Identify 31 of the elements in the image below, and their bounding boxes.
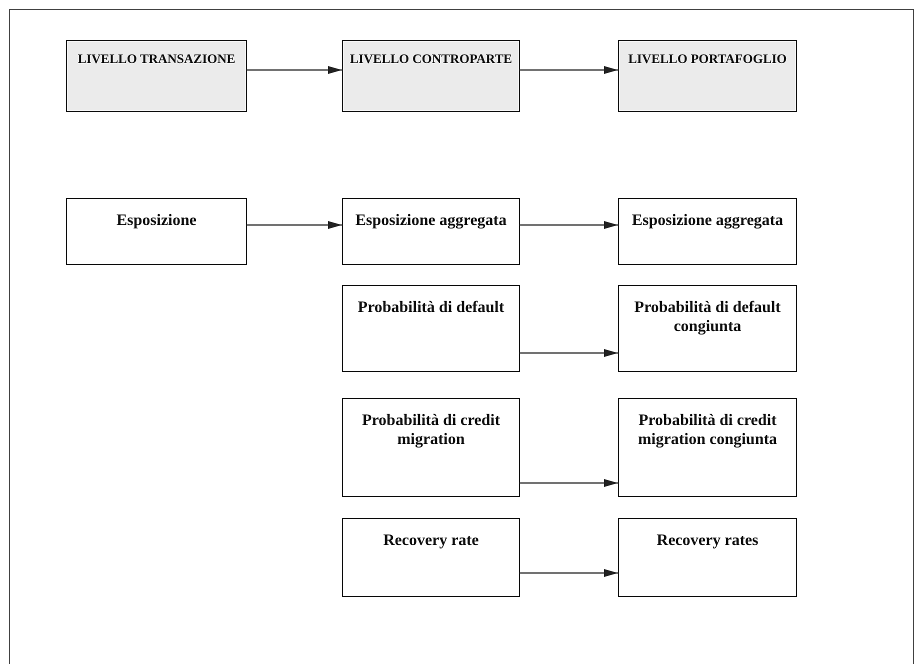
process-box bbox=[66, 198, 247, 265]
process-box bbox=[618, 518, 797, 597]
box-label: Probabilità di credit migration bbox=[360, 411, 502, 449]
box-label: Probabilità di default congiunta bbox=[633, 298, 782, 336]
box-label: Probabilità di credit migration congiunta bbox=[636, 411, 778, 449]
box-label: LIVELLO PORTAFOGLIO bbox=[628, 51, 787, 66]
process-box bbox=[342, 518, 520, 597]
box-label: LIVELLO CONTROPARTE bbox=[350, 51, 512, 66]
box-label: Esposizione aggregata bbox=[632, 211, 784, 230]
process-box bbox=[342, 285, 520, 372]
arrow bbox=[247, 66, 342, 74]
box-label: Esposizione bbox=[116, 211, 196, 230]
box-label: Esposizione aggregata bbox=[355, 211, 507, 230]
box-label: Recovery rate bbox=[383, 531, 479, 550]
level-header-box bbox=[618, 40, 797, 112]
arrow bbox=[520, 66, 618, 74]
box-label: Recovery rates bbox=[656, 531, 758, 550]
level-header-box bbox=[342, 40, 520, 112]
arrow bbox=[520, 479, 618, 487]
process-box bbox=[618, 398, 797, 497]
arrow bbox=[247, 221, 342, 229]
arrow bbox=[520, 221, 618, 229]
box-label: LIVELLO TRANSAZIONE bbox=[78, 51, 236, 66]
process-box bbox=[342, 198, 520, 265]
arrow bbox=[520, 569, 618, 577]
box-label: Probabilità di default bbox=[358, 298, 504, 317]
arrow bbox=[520, 349, 618, 357]
level-header-box bbox=[66, 40, 247, 112]
process-box bbox=[618, 198, 797, 265]
process-box bbox=[342, 398, 520, 497]
process-box bbox=[618, 285, 797, 372]
